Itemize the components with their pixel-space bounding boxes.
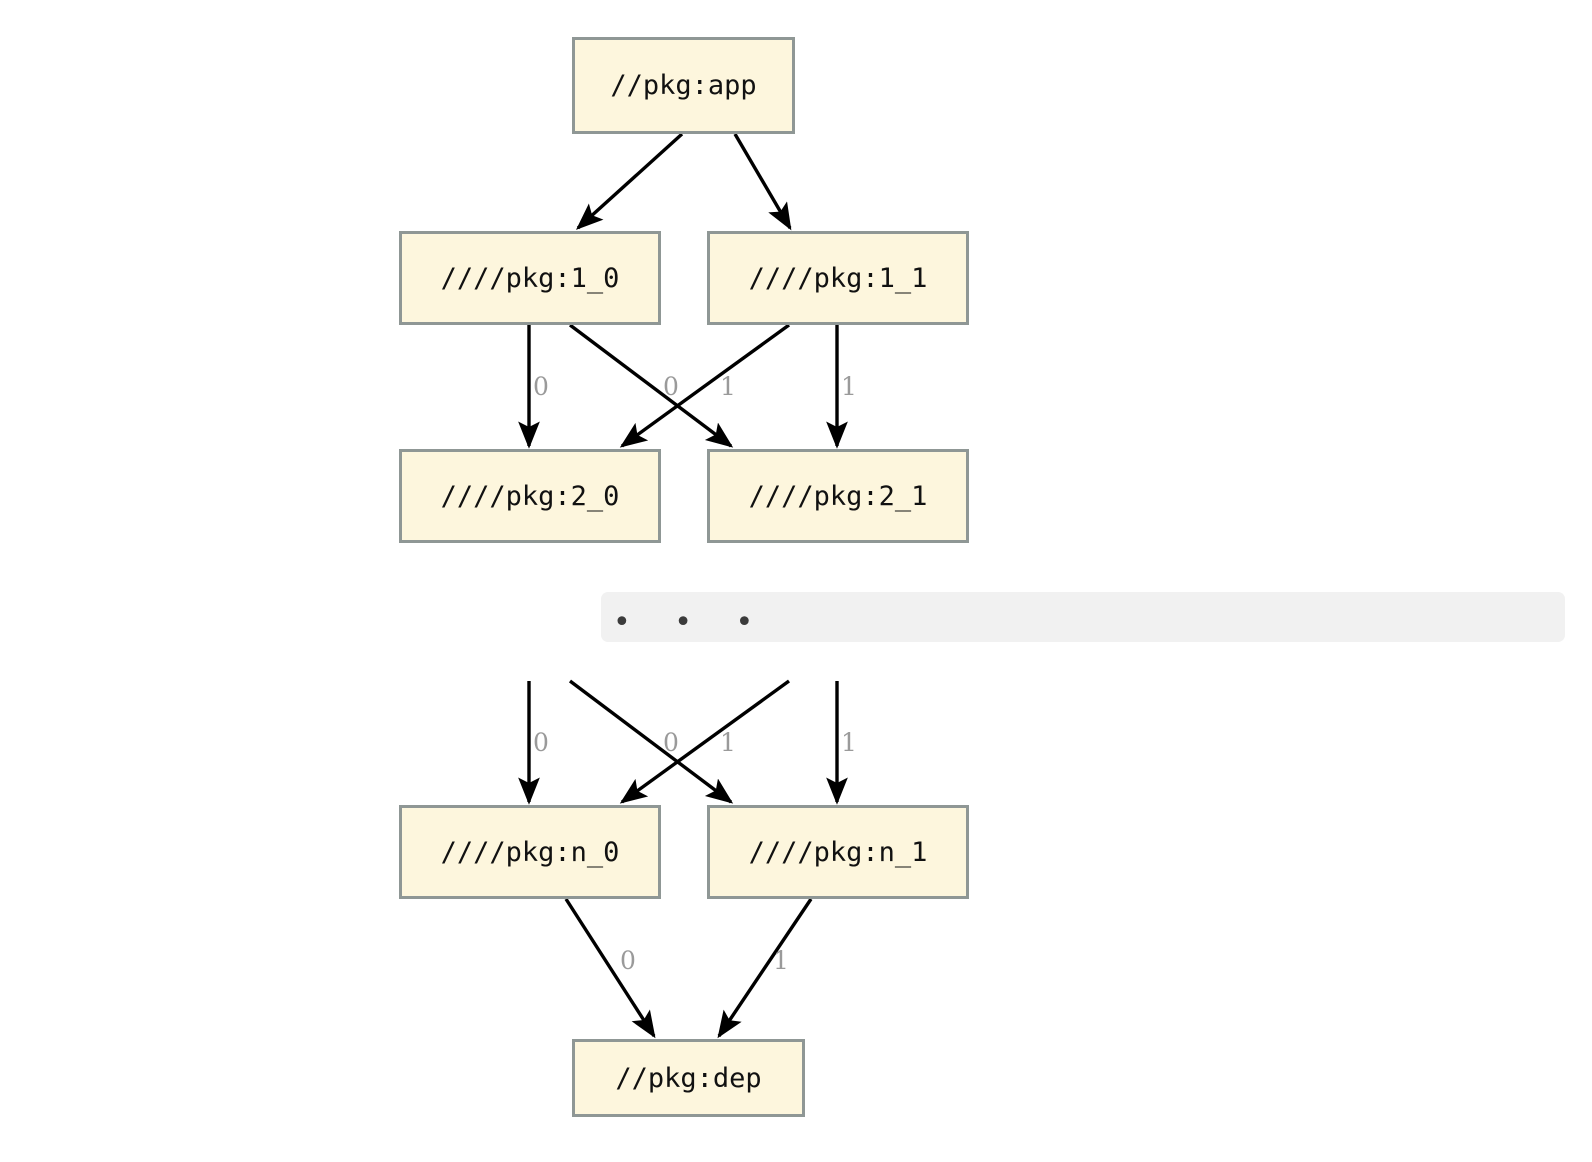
node-label: ////pkg:2_0	[440, 480, 620, 512]
node-label: ////pkg:2_1	[748, 480, 928, 512]
node-nn_0[interactable]: ////pkg:n_0	[399, 805, 661, 899]
node-label: ////pkg:1_1	[748, 262, 928, 294]
edge-hidden-to-nn_1	[568, 679, 734, 804]
edge-label: 1	[841, 728, 857, 757]
node-label: //pkg:dep	[615, 1062, 762, 1094]
node-dep[interactable]: //pkg:dep	[572, 1039, 805, 1117]
node-nn_1[interactable]: ////pkg:n_1	[707, 805, 969, 899]
edge-label: 0	[663, 728, 679, 757]
node-n2_1[interactable]: ////pkg:2_1	[707, 449, 969, 543]
ellipsis-dots: • • •	[613, 605, 771, 640]
edge-label: 0	[533, 728, 549, 757]
node-label: //pkg:app	[610, 70, 757, 101]
edge-n1_1-to-n2_0	[619, 323, 790, 448]
edge-label: 1	[773, 946, 789, 975]
node-label: ////pkg:n_0	[440, 836, 620, 868]
edge-app-to-n1_1	[733, 133, 792, 231]
edge-nn_1-to-dep	[717, 898, 813, 1039]
edge-label: 0	[533, 372, 549, 401]
edge-n1_0-to-n2_1	[568, 323, 734, 448]
node-app[interactable]: //pkg:app	[572, 37, 795, 134]
ellipsis-separator-band: • • •	[601, 592, 1565, 642]
edge-label: 1	[720, 728, 736, 757]
node-n2_0[interactable]: ////pkg:2_0	[399, 449, 661, 543]
edge-label: 1	[841, 372, 857, 401]
edge-label: 0	[620, 946, 636, 975]
node-n1_1[interactable]: ////pkg:1_1	[707, 231, 969, 325]
edge-hidden-to-nn_0	[619, 679, 790, 804]
edges-group	[518, 132, 848, 1039]
edge-label: 1	[720, 372, 736, 401]
edge-app-to-n1_0	[575, 132, 684, 230]
node-label: ////pkg:n_1	[748, 836, 928, 868]
edge-label: 0	[663, 372, 679, 401]
edge-nn_0-to-dep	[564, 898, 656, 1039]
node-label: ////pkg:1_0	[440, 262, 620, 294]
node-n1_0[interactable]: ////pkg:1_0	[399, 231, 661, 325]
